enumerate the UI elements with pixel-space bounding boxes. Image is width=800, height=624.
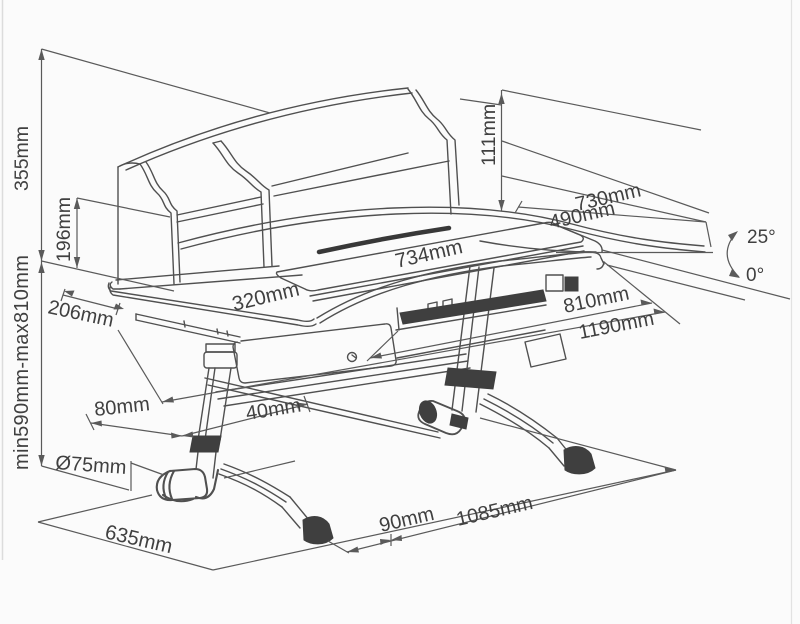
svg-text:0°: 0° bbox=[746, 265, 764, 286]
svg-text:min590mm-max810mm: min590mm-max810mm bbox=[11, 255, 33, 470]
svg-text:355mm: 355mm bbox=[11, 126, 33, 191]
svg-text:25°: 25° bbox=[747, 227, 776, 248]
svg-text:111mm: 111mm bbox=[478, 104, 500, 166]
svg-text:Ø75mm: Ø75mm bbox=[55, 452, 127, 479]
svg-text:196mm: 196mm bbox=[53, 197, 75, 262]
